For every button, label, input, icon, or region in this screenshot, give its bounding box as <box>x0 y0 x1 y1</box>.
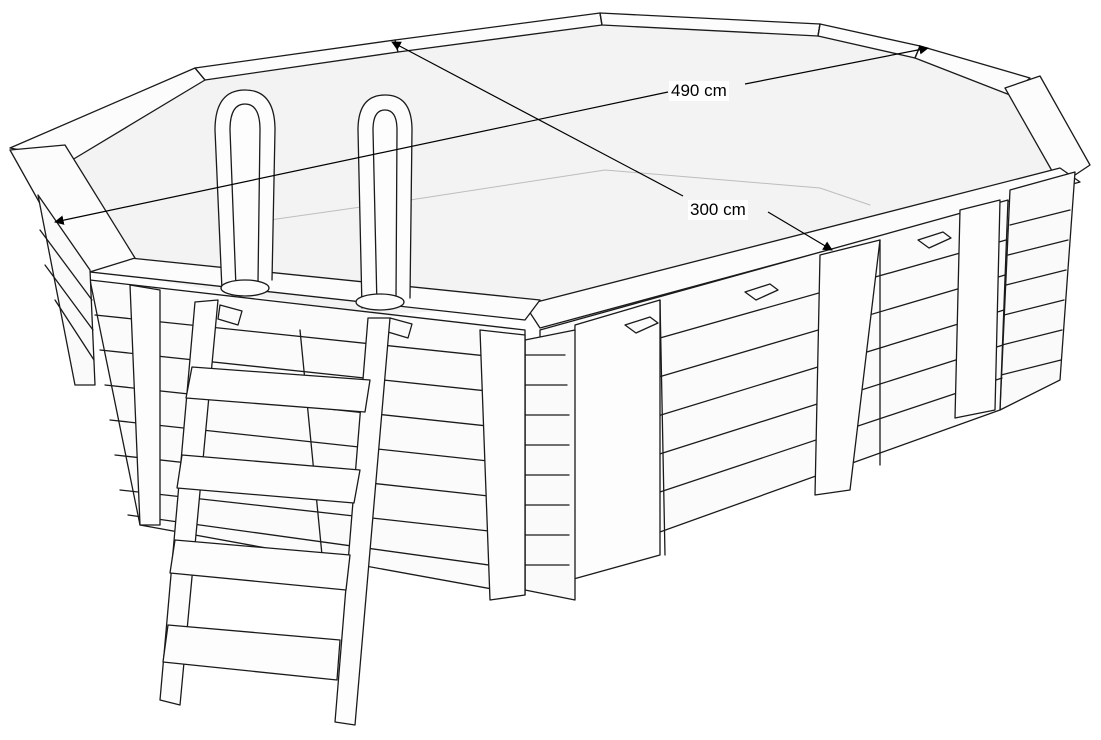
pool-ladder <box>159 299 391 726</box>
wall-right-end <box>999 171 1076 411</box>
length-dimension-arrow <box>54 91 669 225</box>
length-dimension-arrow-right <box>744 44 929 85</box>
width-dimension-label: 300 cm <box>688 200 748 220</box>
top-rim <box>9 12 1091 329</box>
handrail-pair <box>214 89 413 311</box>
dimension-lines <box>54 41 929 251</box>
width-dimension-arrow-lower <box>767 211 833 251</box>
wall-front-right <box>539 199 1009 581</box>
length-dimension-label: 490 cm <box>669 81 729 101</box>
width-dimension-arrow <box>391 41 684 197</box>
corner-log-joint <box>524 329 576 601</box>
pool-floor-outline <box>234 169 871 226</box>
wall-left-end <box>37 194 96 386</box>
